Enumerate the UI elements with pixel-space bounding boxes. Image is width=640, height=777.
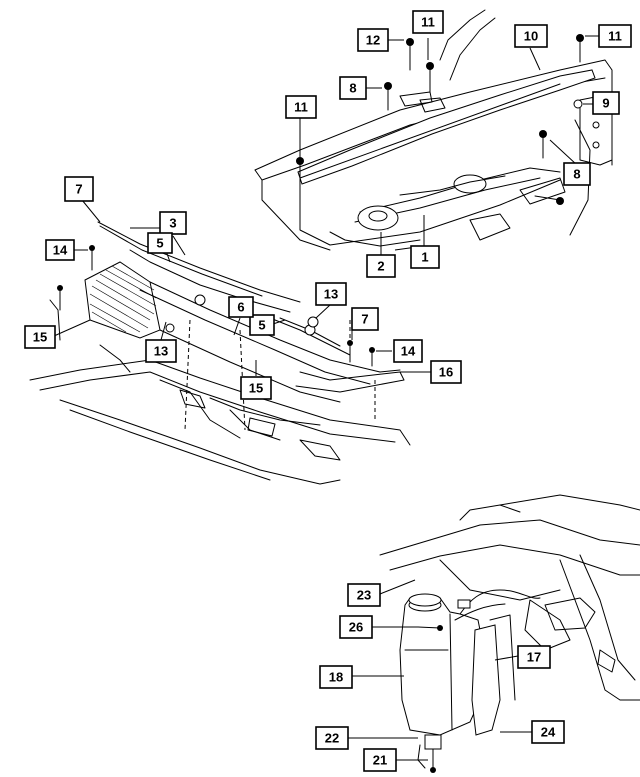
svg-text:3: 3 <box>169 216 176 231</box>
callout-3: 3 <box>159 211 187 235</box>
callout-14: 14 <box>393 339 423 363</box>
callout-11: 11 <box>412 10 444 34</box>
bolt-icon <box>417 625 443 631</box>
callout-13: 13 <box>145 339 177 363</box>
callout-6: 6 <box>228 296 254 318</box>
callout-2: 2 <box>366 254 396 278</box>
svg-text:11: 11 <box>294 100 308 115</box>
callout-10: 10 <box>514 24 548 48</box>
svg-text:12: 12 <box>366 33 380 48</box>
screw-icon <box>296 157 304 186</box>
callout-18: 18 <box>319 665 353 689</box>
svg-text:24: 24 <box>541 725 556 740</box>
washer-reservoir-illustration <box>379 494 640 773</box>
screw-icon <box>384 82 392 111</box>
callout-5: 5 <box>249 314 275 336</box>
svg-text:5: 5 <box>258 318 265 333</box>
callout-22: 22 <box>315 726 349 750</box>
screw-icon <box>57 285 63 311</box>
svg-text:7: 7 <box>361 312 368 327</box>
screw-icon <box>539 130 547 159</box>
nut-icon <box>573 99 583 109</box>
nut-icon <box>165 323 175 333</box>
callout-26: 26 <box>339 615 373 639</box>
svg-text:2: 2 <box>377 259 384 274</box>
svg-text:23: 23 <box>357 588 371 603</box>
svg-text:6: 6 <box>237 300 244 315</box>
svg-text:22: 22 <box>325 731 339 746</box>
callout-15: 15 <box>24 325 56 349</box>
callout-8: 8 <box>339 76 367 100</box>
screw-icon <box>369 347 375 367</box>
svg-text:1: 1 <box>421 250 428 265</box>
callout-23: 23 <box>347 583 381 607</box>
screw-icon <box>406 38 414 71</box>
callout-13: 13 <box>315 282 347 306</box>
nut-icon <box>307 316 319 328</box>
callout-14: 14 <box>45 239 75 261</box>
leader-lines <box>53 35 599 761</box>
callout-5: 5 <box>147 232 173 254</box>
svg-text:14: 14 <box>53 243 68 258</box>
svg-text:21: 21 <box>373 753 387 768</box>
callout-1: 1 <box>410 245 440 269</box>
callout-9: 9 <box>592 91 620 115</box>
callout-16: 16 <box>430 360 462 384</box>
svg-text:15: 15 <box>249 381 263 396</box>
lower-cowl-assembly-illustration <box>29 221 411 485</box>
callout-7: 7 <box>64 176 94 202</box>
svg-text:8: 8 <box>573 167 580 182</box>
callout-17: 17 <box>517 645 551 669</box>
nut-icon <box>457 599 471 609</box>
screw-icon <box>426 62 434 93</box>
grille-hatch <box>89 265 157 333</box>
svg-text:5: 5 <box>156 236 163 251</box>
callout-21: 21 <box>363 748 397 772</box>
svg-text:26: 26 <box>349 620 363 635</box>
svg-text:13: 13 <box>154 344 168 359</box>
screw-icon <box>89 245 95 271</box>
callout-7: 7 <box>351 307 379 331</box>
svg-text:11: 11 <box>421 15 435 30</box>
svg-text:14: 14 <box>401 344 416 359</box>
callout-11: 11 <box>285 95 317 119</box>
screw-icon <box>347 340 353 363</box>
upper-cowl-assembly-illustration <box>254 9 613 251</box>
callout-15: 15 <box>240 376 272 400</box>
bolt-icon <box>534 195 564 205</box>
svg-text:16: 16 <box>439 365 453 380</box>
svg-text:7: 7 <box>75 182 82 197</box>
svg-text:10: 10 <box>524 29 538 44</box>
svg-text:9: 9 <box>602 96 609 111</box>
callout-12: 12 <box>357 28 389 52</box>
svg-text:11: 11 <box>608 29 622 44</box>
callout-11: 11 <box>598 24 632 48</box>
callout-8: 8 <box>563 162 591 186</box>
screw-icon <box>576 34 584 63</box>
svg-text:8: 8 <box>349 81 356 96</box>
svg-text:17: 17 <box>527 650 541 665</box>
svg-text:15: 15 <box>33 330 47 345</box>
svg-text:13: 13 <box>324 287 338 302</box>
svg-text:18: 18 <box>329 670 343 685</box>
callout-24: 24 <box>531 720 565 744</box>
